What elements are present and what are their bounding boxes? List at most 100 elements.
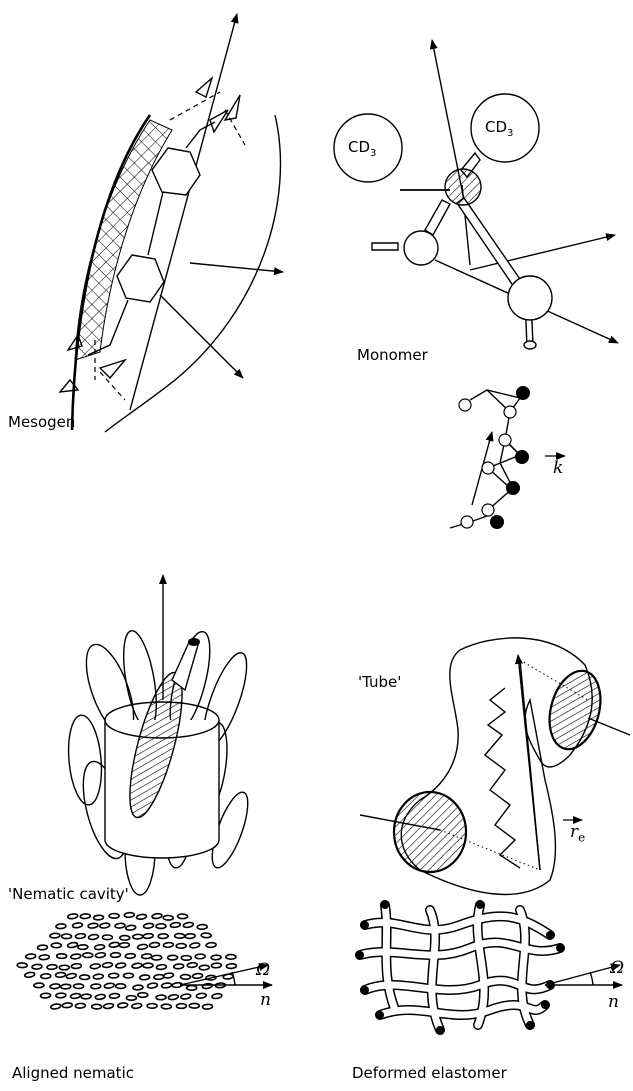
- nematic-rod: [202, 983, 213, 989]
- nematic-rod: [95, 994, 106, 1000]
- nematic-rod: [163, 915, 173, 920]
- nematic-rod: [59, 965, 69, 970]
- monomer-stub-left: [372, 243, 398, 250]
- monomer-stub-end: [524, 341, 536, 349]
- nematic-rod: [143, 963, 153, 968]
- k-atom-10: [490, 515, 504, 529]
- k-atom-4: [499, 434, 511, 446]
- nematic-rod: [202, 1004, 212, 1009]
- nematic-rod: [91, 984, 101, 989]
- mesogen-dash-bottom-2: [100, 372, 125, 400]
- nematic-rod: [24, 972, 35, 978]
- nematic-rod: [57, 954, 67, 959]
- nematic-rod: [141, 953, 151, 958]
- nematic-rod: [88, 923, 98, 929]
- nematic-rod: [168, 994, 179, 1000]
- n-right-label: n: [608, 992, 619, 1012]
- nematic-rod: [115, 962, 126, 968]
- nematic-rod: [187, 986, 197, 991]
- nematic-rod: [75, 933, 85, 939]
- nematic-cavity-label: 'Nematic cavity': [8, 885, 129, 903]
- nematic-rod: [67, 942, 78, 948]
- nematic-rod: [161, 983, 171, 989]
- nematic-rod: [170, 922, 181, 928]
- aligned-nematic-label: Aligned nematic: [12, 1064, 134, 1082]
- nematic-rod: [120, 935, 130, 940]
- nematic-rod: [168, 955, 178, 960]
- nematic-rod: [39, 955, 49, 960]
- k-atom-7: [506, 481, 520, 495]
- nematic-rod: [109, 914, 119, 919]
- nematic-rod: [149, 942, 159, 948]
- nematic-rod: [195, 954, 205, 959]
- nematic-rod: [116, 984, 126, 989]
- nematic-rod: [123, 973, 133, 978]
- nematic-rod: [138, 993, 148, 998]
- nematic-rod: [226, 963, 236, 968]
- monomer-label: Monomer: [357, 346, 428, 364]
- nematic-rod: [180, 974, 190, 979]
- k-vector-figure: [450, 386, 565, 529]
- nematic-rod: [126, 996, 136, 1001]
- nematic-rod: [206, 942, 216, 947]
- nematic-rod: [71, 954, 81, 960]
- nematic-rod: [175, 933, 185, 938]
- k-atom-5: [515, 450, 529, 464]
- nematic-rod: [212, 993, 223, 999]
- omega-right-label: Ω: [610, 958, 624, 978]
- nematic-rod: [50, 933, 60, 938]
- nematic-rod: [102, 935, 112, 940]
- nematic-rod: [183, 922, 194, 928]
- nematic-rod: [93, 974, 103, 980]
- nematic-rod: [51, 943, 61, 948]
- elastomer-omega-arc: [590, 972, 593, 985]
- nematic-rod: [178, 914, 188, 919]
- monomer-atom-right: [508, 276, 552, 320]
- nematic-rod: [147, 1004, 157, 1009]
- nematic-rod: [189, 1003, 199, 1008]
- nematic-rod: [156, 964, 166, 970]
- nematic-rod: [180, 993, 191, 999]
- nematic-rod: [56, 993, 66, 998]
- nematic-rod: [154, 974, 164, 979]
- mesogen-label: Mesogen: [8, 413, 75, 431]
- mesogen-fan-2: [210, 110, 228, 132]
- mesogen-ring-lower: [117, 255, 164, 302]
- elastomer-director-arrow: [545, 965, 620, 985]
- nematic-rod: [152, 955, 162, 960]
- nematic-rod: [163, 942, 173, 948]
- nematic-rod: [152, 913, 163, 919]
- nematic-rod: [80, 914, 90, 919]
- nematic-rod: [199, 965, 209, 970]
- nematic-rod: [187, 962, 197, 968]
- nematic-rod: [158, 934, 168, 939]
- nematic-rod: [196, 993, 206, 999]
- nematic-rod: [102, 962, 113, 968]
- nematic-rod: [133, 985, 143, 990]
- mesogen-hatched-region: [75, 120, 172, 360]
- nematic-rod: [70, 993, 81, 999]
- nematic-rod: [132, 963, 143, 969]
- nematic-rod: [161, 1004, 171, 1009]
- k-chain-mid: [505, 412, 520, 455]
- nematic-rod: [211, 963, 221, 968]
- cavity-rod-5: [65, 714, 105, 806]
- nematic-rod: [110, 952, 120, 957]
- nematic-rod: [55, 972, 65, 977]
- nematic-rod: [75, 1003, 85, 1008]
- monomer-figure: [334, 40, 618, 349]
- mesogen-link-mid: [148, 192, 163, 255]
- nematic-rod: [47, 964, 57, 969]
- nematic-rod: [78, 945, 88, 950]
- mesogen-ring-upper: [152, 148, 200, 195]
- mesogen-normal-arrow-2: [160, 295, 243, 378]
- nematic-rod: [61, 984, 71, 989]
- monomer-atom-left: [404, 231, 438, 265]
- nematic-rod: [25, 954, 35, 959]
- nematic-rod: [119, 942, 129, 947]
- nematic-rod: [34, 983, 44, 988]
- aligned-nematic-figure: [17, 912, 236, 1009]
- nematic-cavity-figure: [65, 575, 255, 895]
- nematic-rod: [136, 914, 147, 920]
- nematic-rod: [131, 1003, 142, 1009]
